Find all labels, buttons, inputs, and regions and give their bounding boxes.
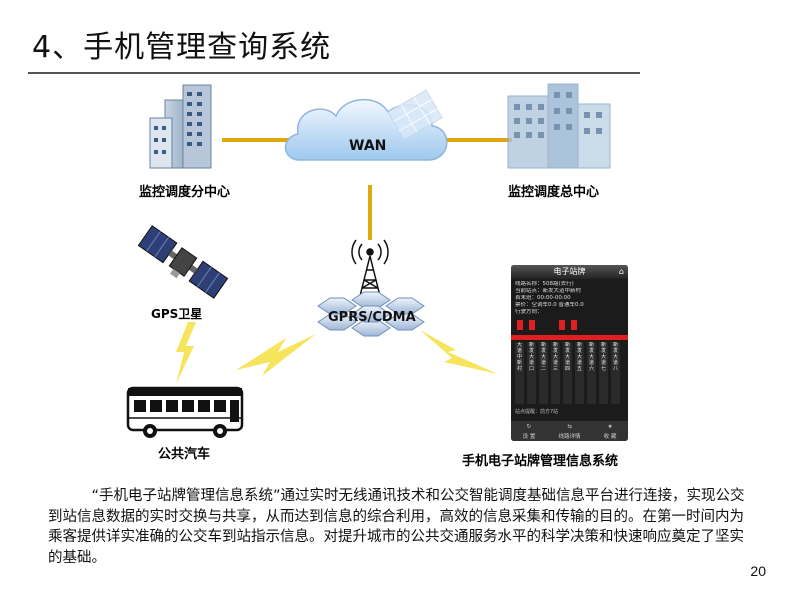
phone-header: 电子站牌 ⌂ <box>511 265 628 279</box>
home-icon[interactable]: ⌂ <box>618 267 624 276</box>
bus-marker <box>571 320 577 330</box>
info-line: 当前站点：新发大道中新村 <box>515 288 582 294</box>
bus-markers <box>511 318 628 332</box>
station-reminder: 站点提醒：前方7站 <box>515 409 559 415</box>
wan-label: WAN <box>349 138 386 154</box>
phone-header-title: 电子站牌 <box>553 267 586 276</box>
gprs-network-icon <box>317 291 425 337</box>
tab-label: 线路详情 <box>558 434 581 440</box>
bus-icon <box>126 386 244 438</box>
page-number: 20 <box>750 563 766 579</box>
route-line <box>511 335 628 340</box>
bus-marker <box>517 320 523 330</box>
tab-settings[interactable]: ↻ 设 置 <box>523 421 536 441</box>
station-item[interactable]: 新发大道二 <box>539 342 548 404</box>
bus-marker <box>559 320 565 330</box>
star-icon: ★ <box>607 424 613 430</box>
station-list: 大道中新村 新发大道口 新发大道二 新发大道三 新发大道四 新发大道五 新发大道… <box>511 340 628 406</box>
station-item[interactable]: 新发大道八 <box>611 342 620 404</box>
bolt-bus-gprs <box>236 334 316 376</box>
gprs-label: GPRS/CDMA <box>328 310 416 325</box>
main-center-label: 监控调度总中心 <box>508 184 599 200</box>
station-item[interactable]: 新发大道口 <box>527 342 536 404</box>
signal-tower-icon <box>351 239 389 297</box>
gps-satellite-icon <box>137 225 229 299</box>
phone-tab-bar: ↻ 设 置 ⇆ 线路详情 ★ 收 藏 <box>511 421 628 441</box>
phone-info: 线路名称：508路(去行) 当前站点：新发大道中新村 首末班：00:00-00:… <box>511 279 628 318</box>
title-divider <box>28 72 640 74</box>
wan-cloud-icon <box>284 89 448 161</box>
swap-icon: ⇆ <box>567 424 572 430</box>
network-diagram: 监控调度分中心 WAN 监控调度总中心 <box>126 83 618 469</box>
page-title: 4、手机管理查询系统 <box>32 30 332 65</box>
station-item[interactable]: 大道中新村 <box>515 342 524 404</box>
sub-center-label: 监控调度分中心 <box>139 184 230 200</box>
gps-label: GPS卫星 <box>151 307 202 321</box>
tab-route-details[interactable]: ⇆ 线路详情 <box>558 421 580 441</box>
main-center-building-icon <box>507 83 611 169</box>
station-item[interactable]: 新发大道七 <box>599 342 608 404</box>
phone-screen: 电子站牌 ⌂ 线路名称：508路(去行) 当前站点：新发大道中新村 首末班：00… <box>511 265 628 441</box>
tab-label: 收 藏 <box>603 434 617 440</box>
station-item[interactable]: 新发大道五 <box>575 342 584 404</box>
tab-label: 设 置 <box>522 434 536 440</box>
station-item[interactable]: 新发大道六 <box>587 342 596 404</box>
bolt-gps-bus <box>176 322 196 384</box>
bus-label: 公共汽车 <box>158 446 210 462</box>
info-line: 首末班：00:00-00:00 <box>515 295 571 301</box>
refresh-icon: ↻ <box>526 424 532 430</box>
sub-center-building-icon <box>149 84 212 169</box>
station-item[interactable]: 新发大道三 <box>551 342 560 404</box>
info-line: 线路名称：508路(去行) <box>515 281 574 287</box>
system-label: 手机电子站牌管理信息系统 <box>462 453 618 469</box>
info-line: 行驶方向： <box>515 309 543 315</box>
station-item[interactable]: 新发大道四 <box>563 342 572 404</box>
description-paragraph: “手机电子站牌管理信息系统”通过实时无线通讯技术和公交智能调度基础信息平台进行连… <box>48 488 745 566</box>
info-line: 票价：空调车0.0 普通车0.0 <box>515 302 584 308</box>
bolt-gprs-phone <box>420 330 498 374</box>
tab-favorites[interactable]: ★ 收 藏 <box>604 421 617 441</box>
bus-marker <box>529 320 535 330</box>
